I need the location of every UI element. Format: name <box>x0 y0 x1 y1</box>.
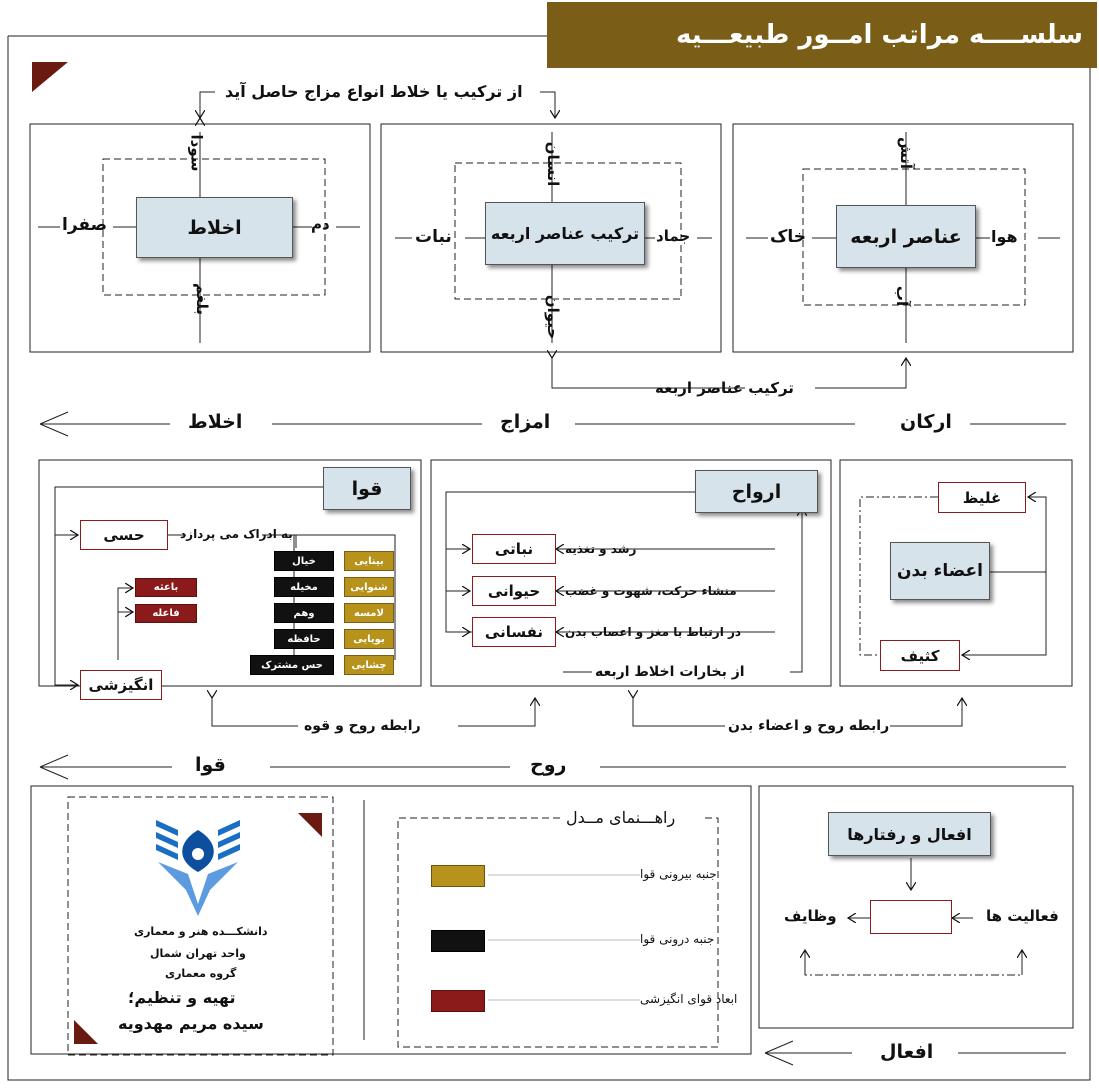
compound-link-label: ترکیب عناصر اربعه <box>655 379 794 397</box>
faculty-sensory: حسی <box>80 520 168 550</box>
humors-box: اخلاط <box>136 197 293 258</box>
element-earth: خاک <box>770 227 807 247</box>
inner-sense-3: وهم <box>274 603 334 623</box>
credit-branch: واحد تهران شمال <box>150 947 246 960</box>
humor-sauda: سودا <box>187 134 206 172</box>
legend-title: راهـــنمای مــدل <box>566 808 676 827</box>
motive-baetheh: باعثه <box>135 578 197 597</box>
credit-department: گروه معماری <box>165 967 237 980</box>
mixture-origin-label: از ترکیب یا خلاط انواع مزاج حاصل آید <box>225 82 523 101</box>
legend-label-inner: جنبه درونی قوا <box>640 932 715 946</box>
humor-safra: صفرا <box>62 215 108 235</box>
label-afal: افعال <box>880 1041 934 1063</box>
actions-center-box <box>870 900 952 934</box>
spirits-box: ارواح <box>695 470 818 513</box>
outer-sense-4: بویایی <box>344 629 394 649</box>
spirit-animal-desc: منشاء حرکت، شهوت و غضب <box>565 584 737 598</box>
spirit-origin-label: از بخارات اخلاط اربعه <box>595 664 745 680</box>
compound-mineral: جماد <box>656 227 691 245</box>
inner-sense-5: حس مشترک <box>250 655 334 675</box>
spirit-vegetal-desc: رشد و تغذیه <box>565 542 637 556</box>
legend-swatch-outer <box>431 865 485 887</box>
organs-box: اعضاء بدن <box>890 542 990 600</box>
legend-swatch-inner <box>431 930 485 952</box>
label-ghova: قوا <box>195 754 226 776</box>
legend-swatch-motive <box>431 990 485 1012</box>
outer-sense-5: چشایی <box>344 655 394 675</box>
compound-plant: نبات <box>415 227 452 247</box>
element-water: آب <box>893 285 912 307</box>
element-air: هوا <box>991 227 1018 246</box>
faculty-motive: انگیزشی <box>80 670 162 700</box>
university-logo-icon <box>156 820 240 916</box>
spirit-vegetal: نباتی <box>472 534 556 564</box>
actions-duties: وظایف <box>784 907 837 925</box>
credit-faculty: دانشکـــده هنر و معماری <box>134 925 268 938</box>
label-arkan: ارکان <box>900 411 952 433</box>
compound-box: ترکیب عناصر اربعه <box>485 202 645 265</box>
spirit-faculty-link: رابطه روح و قوه <box>304 718 421 734</box>
corner-markers <box>32 62 322 1044</box>
faculties-box: قوا <box>323 467 411 510</box>
outer-sense-1: بینایی <box>344 551 394 571</box>
label-akhlat: اخلاط <box>188 411 243 433</box>
humor-dam: دم <box>311 215 330 233</box>
spirit-animal: حیوانی <box>472 576 556 606</box>
spirit-organs-link: رابطه روح و اعضاء بدن <box>728 718 890 734</box>
credit-author: سیده مریم مهدویه <box>118 1014 264 1033</box>
credit-prepared-by: تهیه و تنظیم؛ <box>128 988 236 1007</box>
page-title: سلســــه مراتب امــور طبیعـــیه <box>547 2 1097 68</box>
legend-label-motive: ابعاد قوای انگیزشی <box>640 992 738 1006</box>
spirit-psychic: نفسانی <box>472 617 556 647</box>
organs-dense: غلیظ <box>938 482 1026 513</box>
inner-sense-4: حافظه <box>274 629 334 649</box>
label-rooh: روح <box>530 754 567 776</box>
inner-sense-2: مخیله <box>274 577 334 597</box>
outer-sense-3: لامسه <box>344 603 394 623</box>
humor-balgham: بلغم <box>193 283 211 315</box>
compound-human: انسان <box>544 141 563 187</box>
label-amzaj: امزاج <box>500 411 551 433</box>
compound-animal: حیوان <box>544 294 563 340</box>
elements-box: عناصر اربعه <box>836 205 976 268</box>
actions-activities: فعالیت ها <box>986 907 1059 925</box>
organs-coarse: کثیف <box>880 640 960 671</box>
outer-sense-2: شنوایی <box>344 577 394 597</box>
element-fire: آتش <box>896 137 915 169</box>
spirit-psychic-desc: در ارتباط با مغز و اعصاب بدن <box>565 625 742 639</box>
inner-sense-1: خیال <box>274 551 334 571</box>
sensory-label: به ادراک می پردازد <box>180 527 293 541</box>
legend-label-outer: جنبه بیرونی قوا <box>640 867 717 881</box>
actions-box: افعال و رفتارها <box>828 812 991 856</box>
motive-faeleh: فاعله <box>135 604 197 623</box>
